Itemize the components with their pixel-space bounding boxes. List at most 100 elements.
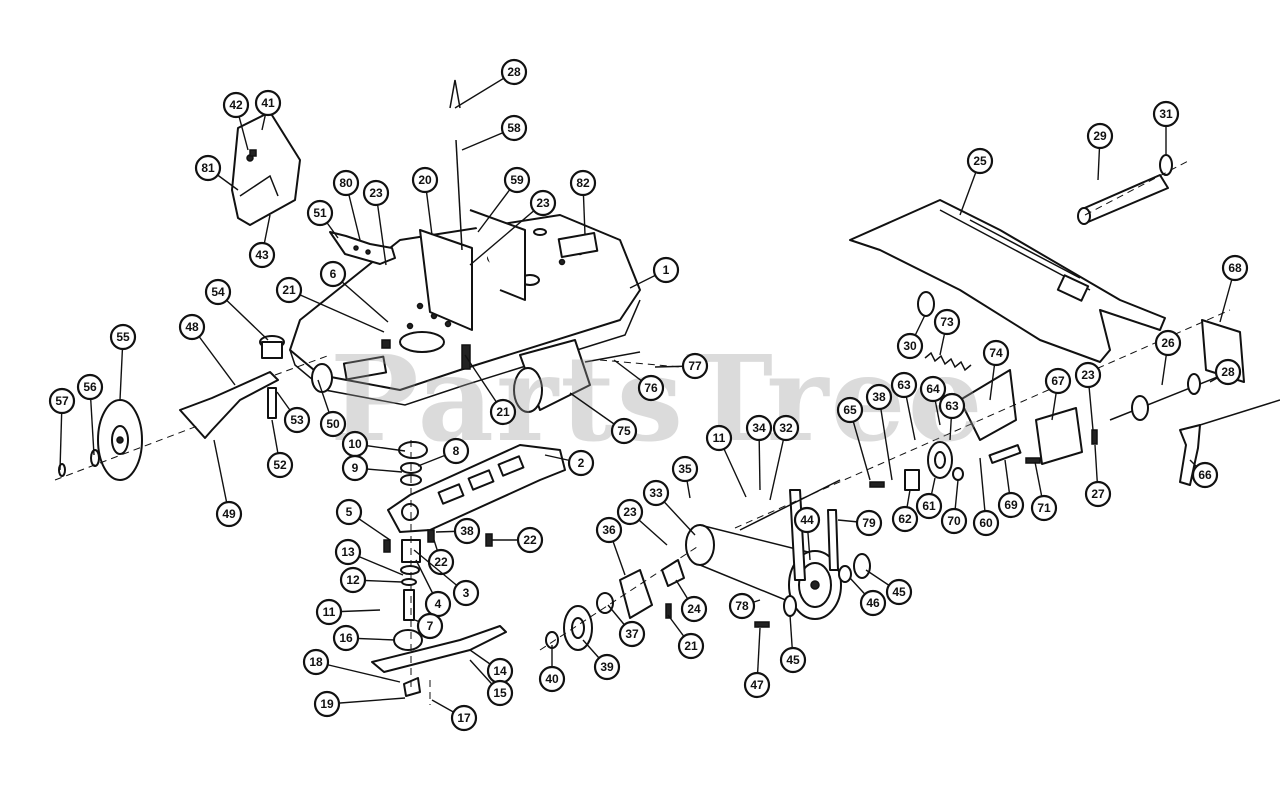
- callout-circle: [891, 505, 919, 533]
- callout-3[interactable]: 3: [413, 549, 480, 607]
- callout-47[interactable]: 47: [743, 627, 771, 699]
- callout-40[interactable]: 40: [538, 645, 566, 693]
- callout-label: 33: [649, 486, 663, 500]
- callout-25[interactable]: 25: [959, 147, 994, 216]
- callout-11[interactable]: 11: [315, 598, 381, 626]
- callout-53[interactable]: 53: [276, 391, 311, 434]
- callout-42[interactable]: 42: [222, 91, 250, 151]
- callout-31[interactable]: 31: [1152, 100, 1180, 155]
- callout-61[interactable]: 61: [915, 477, 943, 520]
- callout-54[interactable]: 54: [204, 278, 269, 341]
- callout-66[interactable]: 66: [1189, 459, 1219, 489]
- callout-21[interactable]: 21: [275, 276, 385, 333]
- callout-51[interactable]: 51: [306, 199, 339, 239]
- callout-76[interactable]: 76: [613, 359, 665, 402]
- callout-30[interactable]: 30: [896, 314, 926, 360]
- callout-circle: [610, 417, 638, 445]
- callout-12[interactable]: 12: [339, 566, 403, 594]
- callout-70[interactable]: 70: [940, 479, 968, 535]
- callout-label: 82: [576, 176, 590, 190]
- callout-label: 25: [973, 154, 987, 168]
- callout-82[interactable]: 82: [569, 169, 597, 236]
- callout-20[interactable]: 20: [411, 166, 439, 236]
- callout-74[interactable]: 74: [982, 339, 1010, 401]
- callout-32[interactable]: 32: [769, 414, 800, 501]
- callout-45[interactable]: 45: [865, 569, 913, 606]
- callout-39[interactable]: 39: [582, 639, 621, 681]
- callout-46[interactable]: 46: [849, 577, 887, 617]
- spring-73: [924, 351, 972, 372]
- callout-28[interactable]: 28: [454, 58, 528, 109]
- callout-15[interactable]: 15: [469, 659, 514, 707]
- callout-50[interactable]: 50: [317, 379, 347, 438]
- callout-circle: [538, 665, 566, 693]
- callout-36[interactable]: 36: [595, 516, 626, 576]
- callout-80[interactable]: 80: [332, 169, 361, 241]
- callout-73[interactable]: 73: [933, 308, 961, 356]
- callout-16[interactable]: 16: [332, 624, 396, 652]
- callout-38[interactable]: 38: [865, 383, 893, 481]
- callout-41[interactable]: 41: [254, 89, 282, 131]
- callout-34[interactable]: 34: [745, 414, 773, 491]
- callout-81[interactable]: 81: [194, 154, 239, 191]
- callout-63[interactable]: 63: [890, 371, 918, 441]
- callout-43[interactable]: 43: [248, 214, 276, 269]
- callout-77[interactable]: 77: [654, 352, 709, 380]
- callout-6[interactable]: 6: [319, 260, 389, 323]
- spindle-plate: [387, 444, 566, 533]
- callout-56[interactable]: 56: [76, 373, 104, 456]
- callout-49[interactable]: 49: [213, 439, 243, 528]
- callout-4[interactable]: 4: [415, 559, 452, 618]
- callout-17[interactable]: 17: [431, 699, 478, 732]
- callout-21[interactable]: 21: [464, 354, 517, 426]
- callout-1[interactable]: 1: [629, 256, 680, 289]
- callout-24[interactable]: 24: [675, 579, 708, 623]
- callout-63[interactable]: 63: [938, 392, 966, 441]
- callout-23[interactable]: 23: [1074, 361, 1102, 431]
- callout-23[interactable]: 23: [362, 179, 390, 266]
- callout-28[interactable]: 28: [1209, 358, 1242, 386]
- callout-75[interactable]: 75: [569, 392, 638, 445]
- callout-79[interactable]: 79: [837, 509, 883, 537]
- callout-21[interactable]: 21: [667, 614, 705, 660]
- mount-bracket: [329, 231, 396, 265]
- callout-11[interactable]: 11: [705, 424, 747, 498]
- callout-22[interactable]: 22: [427, 539, 455, 576]
- callout-78[interactable]: 78: [728, 592, 761, 620]
- callout-71[interactable]: 71: [1030, 461, 1058, 522]
- callout-38[interactable]: 38: [435, 517, 481, 545]
- callout-23[interactable]: 23: [469, 189, 557, 266]
- callout-27[interactable]: 27: [1084, 444, 1112, 508]
- callout-64[interactable]: 64: [919, 375, 947, 426]
- callout-52[interactable]: 52: [266, 419, 294, 479]
- callout-2[interactable]: 2: [544, 449, 595, 477]
- callout-7[interactable]: 7: [414, 612, 444, 640]
- callout-60[interactable]: 60: [972, 457, 1000, 537]
- callout-68[interactable]: 68: [1219, 254, 1249, 323]
- callout-67[interactable]: 67: [1044, 367, 1072, 421]
- callout-9[interactable]: 9: [341, 454, 403, 482]
- callout-58[interactable]: 58: [461, 114, 528, 151]
- callout-48[interactable]: 48: [178, 313, 236, 386]
- callout-8[interactable]: 8: [417, 437, 470, 467]
- callout-69[interactable]: 69: [997, 459, 1025, 519]
- callout-57[interactable]: 57: [48, 387, 76, 471]
- callout-55[interactable]: 55: [109, 323, 137, 401]
- callout-22[interactable]: 22: [492, 526, 544, 554]
- callout-5[interactable]: 5: [335, 498, 391, 541]
- callout-45[interactable]: 45: [779, 614, 807, 674]
- callout-23[interactable]: 23: [616, 498, 668, 546]
- callout-18[interactable]: 18: [302, 648, 401, 683]
- callout-59[interactable]: 59: [477, 166, 531, 233]
- callout-19[interactable]: 19: [313, 690, 406, 718]
- callout-37[interactable]: 37: [607, 604, 646, 648]
- callout-35[interactable]: 35: [671, 455, 699, 499]
- callout-44[interactable]: 44: [793, 506, 821, 561]
- callout-26[interactable]: 26: [1154, 329, 1182, 386]
- callout-29[interactable]: 29: [1086, 122, 1114, 181]
- callout-33[interactable]: 33: [642, 479, 696, 536]
- callout-65[interactable]: 65: [836, 396, 871, 481]
- callout-13[interactable]: 13: [334, 538, 404, 576]
- callout-62[interactable]: 62: [891, 489, 919, 533]
